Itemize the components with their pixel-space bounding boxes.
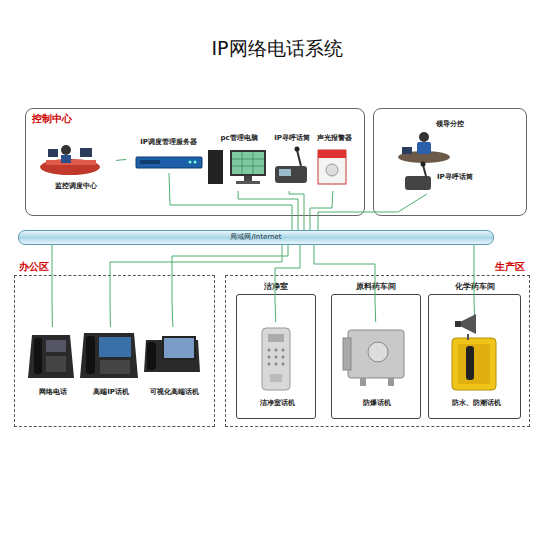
node-label: 洁净室 <box>237 283 315 292</box>
network-cable <box>310 191 333 230</box>
node-label: 领导分控 <box>374 121 526 129</box>
node-label: 局域网/Internet <box>19 234 493 242</box>
ip-phone-icon <box>28 335 74 378</box>
network-cable <box>172 245 288 327</box>
node-label: 监控调度中心 <box>26 183 126 191</box>
node-label: IP调度管理服务器 <box>112 139 225 147</box>
node-label: IP寻呼话筒 <box>437 174 473 182</box>
node-label: 洁净室话机 <box>237 400 317 408</box>
node-label: 防爆话机 <box>332 400 422 408</box>
node-label: pc管理电脑 <box>192 135 286 143</box>
network-cable <box>116 160 126 161</box>
network-cable <box>275 245 300 322</box>
waterproof-phone-icon <box>452 338 496 390</box>
node-label: 网络电话 <box>15 389 91 397</box>
network-band: 局域网/Internet <box>18 230 494 245</box>
pc-icon <box>208 150 266 184</box>
leader-box: 领导分控 IP寻呼话筒 <box>373 108 527 216</box>
video-phone-icon <box>144 336 200 372</box>
node-label: 声光报警器 <box>299 135 369 143</box>
network-cable <box>289 191 304 230</box>
paging-mic-icon <box>405 162 431 191</box>
server-icon <box>136 157 202 168</box>
node-label: 可视化高端话机 <box>131 389 217 397</box>
node-label: 原料药车间 <box>332 283 420 292</box>
operator-desk-icon <box>40 145 100 175</box>
network-cable <box>314 245 376 322</box>
node-label: 高端IP话机 <box>71 389 151 397</box>
node-label: IP寻呼话筒 <box>258 135 326 143</box>
network-cable <box>318 194 427 230</box>
explosion-proof-phone-icon <box>343 330 404 386</box>
node-label: 防水、防潮话机 <box>429 400 523 408</box>
ip-phone-icon <box>80 333 138 378</box>
alarm-icon <box>318 150 346 184</box>
network-cable <box>110 245 282 327</box>
network-cable <box>474 245 476 322</box>
node-label: 办公区 <box>19 261 49 272</box>
leader-desk-icon <box>398 132 450 163</box>
diagram-title: IP网络电话系统 <box>0 36 554 62</box>
network-cable <box>238 191 298 230</box>
network-cable <box>52 245 53 327</box>
cleanroom-phone-icon <box>262 328 290 390</box>
node-label: 控制中心 <box>32 113 72 124</box>
paging-mic-icon <box>275 147 307 184</box>
node-label: 生产区 <box>495 261 525 272</box>
horn-speaker-icon <box>455 314 476 340</box>
network-cable <box>169 173 292 230</box>
